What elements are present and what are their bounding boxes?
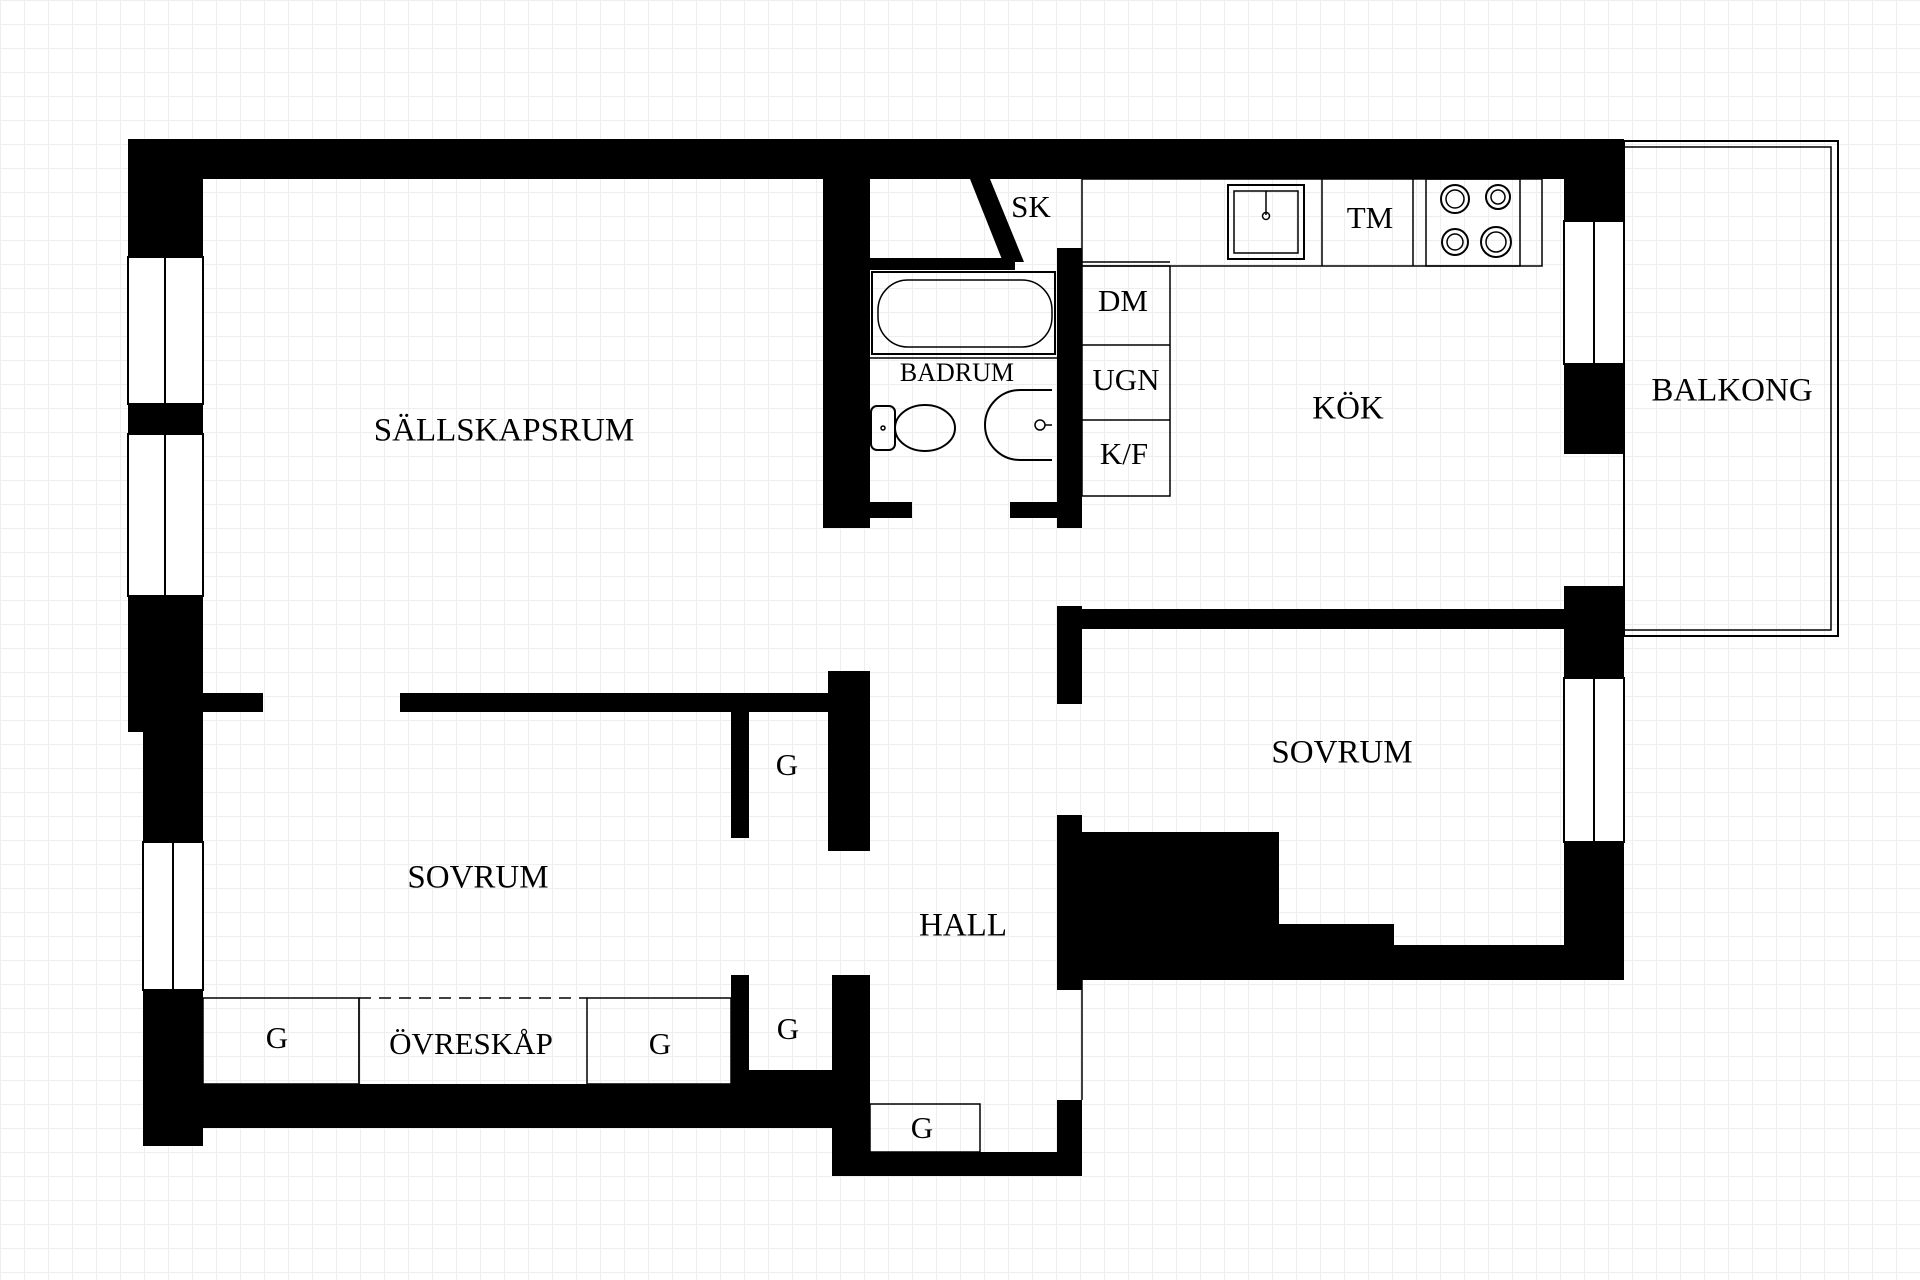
wall-living-left-stub [203, 693, 263, 712]
wall-left-4 [143, 720, 203, 842]
wall-entry-right [1057, 1100, 1082, 1176]
fixture-label-dm: DM [1098, 283, 1148, 318]
wall-closet-left [731, 693, 749, 838]
toilet-icon [870, 404, 956, 452]
sink-icon [1227, 184, 1305, 260]
wall-sk-diagonal [970, 179, 1024, 262]
wardrobe-label-bottom-mid: G [649, 1026, 671, 1061]
room-label-bedroom-left: SOVRUM [407, 860, 548, 896]
kitchen-fixtures [1081, 178, 1543, 497]
wall-closet-right [828, 671, 870, 851]
wall-bedroom-door-jamb [1057, 606, 1082, 704]
labels: SÄLLSKAPSRUM SOVRUM SOVRUM KÖK BADRUM HA… [266, 189, 1813, 1145]
wardrobe-label-closet: G [776, 747, 798, 782]
wardrobe-label-bottom-left: G [266, 1020, 288, 1055]
wall-left-2 [128, 404, 203, 434]
wardrobe-label-entry: G [911, 1110, 933, 1145]
wall-top [128, 139, 1624, 179]
wall-closet-lower-left [731, 975, 749, 1085]
wall-left-1 [128, 139, 203, 257]
washbasin-icon [984, 389, 1052, 461]
wall-bath-top [870, 258, 1015, 270]
fixture-label-tm: TM [1347, 200, 1394, 235]
wall-block-2 [1279, 924, 1394, 948]
wardrobe-entry [869, 1103, 981, 1153]
wardrobes [202, 980, 1083, 1153]
fixture-label-ugn: UGN [1092, 362, 1159, 397]
wall-bath-left [823, 179, 870, 528]
bathroom-fixtures [870, 271, 1057, 461]
room-label-balcony: BALKONG [1651, 373, 1812, 409]
cabinet-label-upper: ÖVRESKÅP [389, 1026, 553, 1061]
room-label-bathroom: BADRUM [900, 358, 1014, 387]
wall-entry-bottom [832, 1152, 1082, 1176]
wall-bath-door-left [870, 502, 912, 518]
fixture-label-sk: SK [1011, 189, 1051, 224]
wall-right-3 [1564, 586, 1624, 678]
walls [128, 139, 1624, 1176]
room-label-living: SÄLLSKAPSRUM [374, 413, 634, 449]
balcony [1623, 140, 1839, 637]
wall-bath-right [1057, 248, 1082, 528]
wall-bottom [143, 1084, 865, 1128]
wall-closet-lower-shelf [749, 1070, 832, 1086]
appliance-column [1081, 265, 1171, 497]
balcony-inner-outline [1623, 146, 1832, 631]
wardrobe-label-hall: G [777, 1011, 799, 1046]
room-label-hall: HALL [919, 908, 1007, 944]
room-label-bedroom-right: SOVRUM [1271, 735, 1412, 771]
wall-living-bedroom [400, 693, 870, 712]
fixture-label-kf: K/F [1100, 436, 1148, 471]
wall-right-2 [1564, 364, 1624, 454]
wall-bath-door-right [1010, 502, 1057, 518]
kitchen-counter [1081, 178, 1543, 267]
wardrobe-bottom-mid [586, 997, 732, 1085]
wall-kitchen-bedroom [1057, 609, 1567, 629]
wall-right-1 [1564, 139, 1624, 221]
stove-icon [1425, 178, 1521, 267]
wall-block-1 [1057, 832, 1279, 952]
room-label-kitchen: KÖK [1312, 391, 1384, 427]
wall-left-3 [128, 596, 203, 732]
wall-entry-left [832, 975, 870, 1175]
bathtub-icon [871, 271, 1056, 355]
windows [127, 220, 1625, 991]
wall-right-4 [1564, 842, 1624, 980]
